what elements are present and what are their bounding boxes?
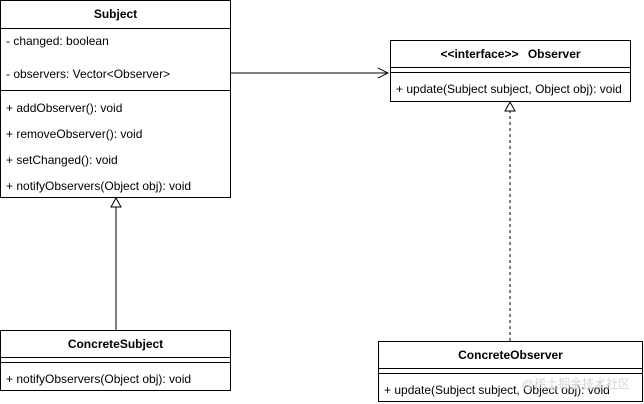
class-concrete-observer-divider	[379, 368, 642, 369]
class-subject-name: Subject	[93, 7, 138, 21]
class-concrete-observer[interactable]: ConcreteObserver + update(Subject subjec…	[378, 341, 643, 402]
class-concrete-observer-divider	[379, 373, 642, 374]
method-update: + update(Subject subject, Object obj): v…	[396, 82, 622, 96]
interface-observer-header: <<interface>> Observer	[391, 41, 630, 67]
method-notify-observers: + notifyObservers(Object obj): void	[6, 372, 192, 386]
class-subject-divider	[1, 90, 230, 91]
class-subject[interactable]: Subject - changed: boolean - observers: …	[0, 0, 231, 198]
method-remove-observer: + removeObserver(): void	[6, 127, 143, 141]
class-concrete-subject-divider	[1, 362, 230, 363]
class-subject-divider	[1, 28, 230, 29]
class-concrete-subject[interactable]: ConcreteSubject + notifyObservers(Object…	[0, 330, 231, 391]
class-concrete-subject-divider	[1, 357, 230, 358]
interface-observer-divider	[391, 72, 630, 73]
interface-observer-name: Observer	[527, 47, 581, 61]
interface-observer[interactable]: <<interface>> Observer + update(Subject …	[390, 40, 631, 102]
class-concrete-observer-name: ConcreteObserver	[458, 348, 563, 362]
attribute-changed: - changed: boolean	[6, 34, 109, 48]
watermark: @稀土掘金技术社区	[521, 377, 630, 391]
class-concrete-subject-name: ConcreteSubject	[67, 337, 164, 351]
attribute-observers: - observers: Vector<Observer>	[6, 67, 171, 81]
method-add-observer: + addObserver(): void	[6, 101, 123, 115]
interface-observer-divider	[391, 67, 630, 68]
method-set-changed: + setChanged(): void	[6, 153, 118, 167]
method-update: + update(Subject subject, Object obj): v…	[384, 383, 610, 397]
method-notify-observers: + notifyObservers(Object obj): void	[6, 179, 192, 193]
interface-stereotype: <<interface>>	[440, 47, 519, 61]
